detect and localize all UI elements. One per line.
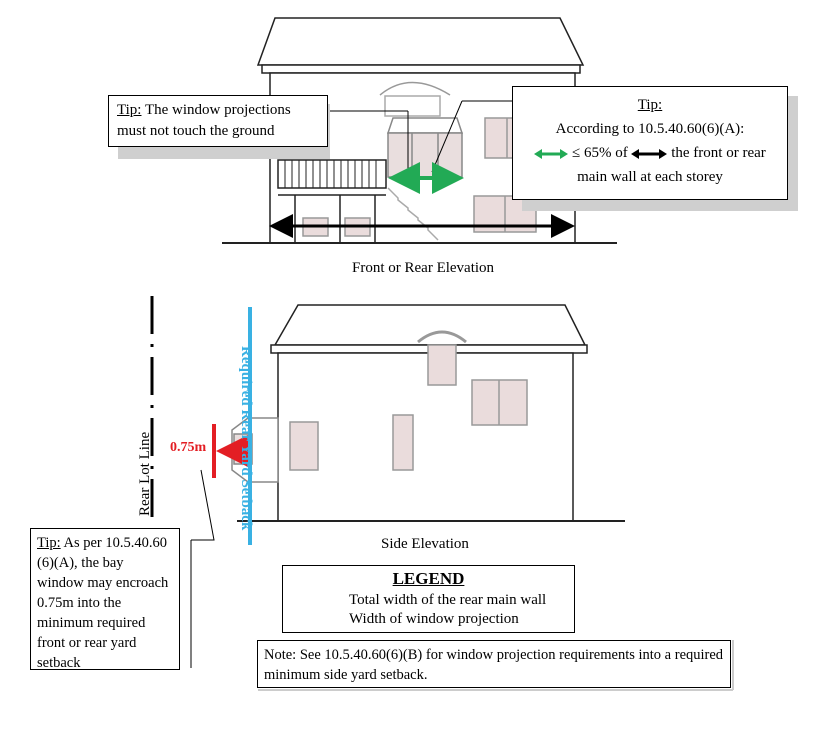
rear-lot-line-label: Rear Lot Line: [137, 431, 153, 516]
left-tip-box: Tip: The window projections must not tou…: [108, 95, 328, 147]
right-tip-line3: main wall at each storey: [577, 169, 723, 185]
left-tip-heading: Tip:: [117, 102, 142, 118]
right-tip-line2-end: the front or rear: [671, 145, 766, 161]
legend-item-total-width: Total width of the rear main wall: [349, 592, 547, 608]
setback-label: Required Rear Yard Setback: [238, 346, 254, 531]
bottom-tip-leader: [191, 469, 215, 541]
black-arrow-icon: [631, 148, 668, 159]
note-text: Note: See 10.5.40.60(6)(B) for window pr…: [264, 647, 724, 683]
right-tip-leader: [431, 100, 463, 173]
side-elevation-caption: Side Elevation: [381, 536, 469, 552]
right-tip-heading: Tip:: [637, 97, 663, 113]
green-arrow-icon: [534, 148, 569, 159]
right-tip-line2-mid: ≤ 65% of: [571, 145, 628, 161]
side-elevation-house: [231, 304, 625, 522]
distance-label: 0.75m: [170, 440, 207, 455]
front-elevation-caption: Front or Rear Elevation: [352, 260, 495, 276]
left-tip-text: The window projections must not touch th…: [117, 102, 291, 139]
legend-item-window-width: Width of window projection: [349, 611, 519, 627]
right-tip-line1: According to 10.5.40.60(6)(A):: [555, 121, 745, 137]
legend-box: LEGEND Total width of the rear main wall…: [282, 565, 575, 633]
legend-title: LEGEND: [392, 569, 465, 588]
bottom-tip-text: As per 10.5.40.60 (6)(A), the bay window…: [37, 535, 169, 671]
note-box: Note: See 10.5.40.60(6)(B) for window pr…: [257, 640, 731, 688]
right-tip-box: Tip: According to 10.5.40.60(6)(A): ≤ 65…: [512, 86, 788, 200]
bottom-tip-heading: Tip:: [37, 535, 61, 551]
bottom-tip-box: Tip: As per 10.5.40.60 (6)(A), the bay w…: [30, 528, 180, 671]
